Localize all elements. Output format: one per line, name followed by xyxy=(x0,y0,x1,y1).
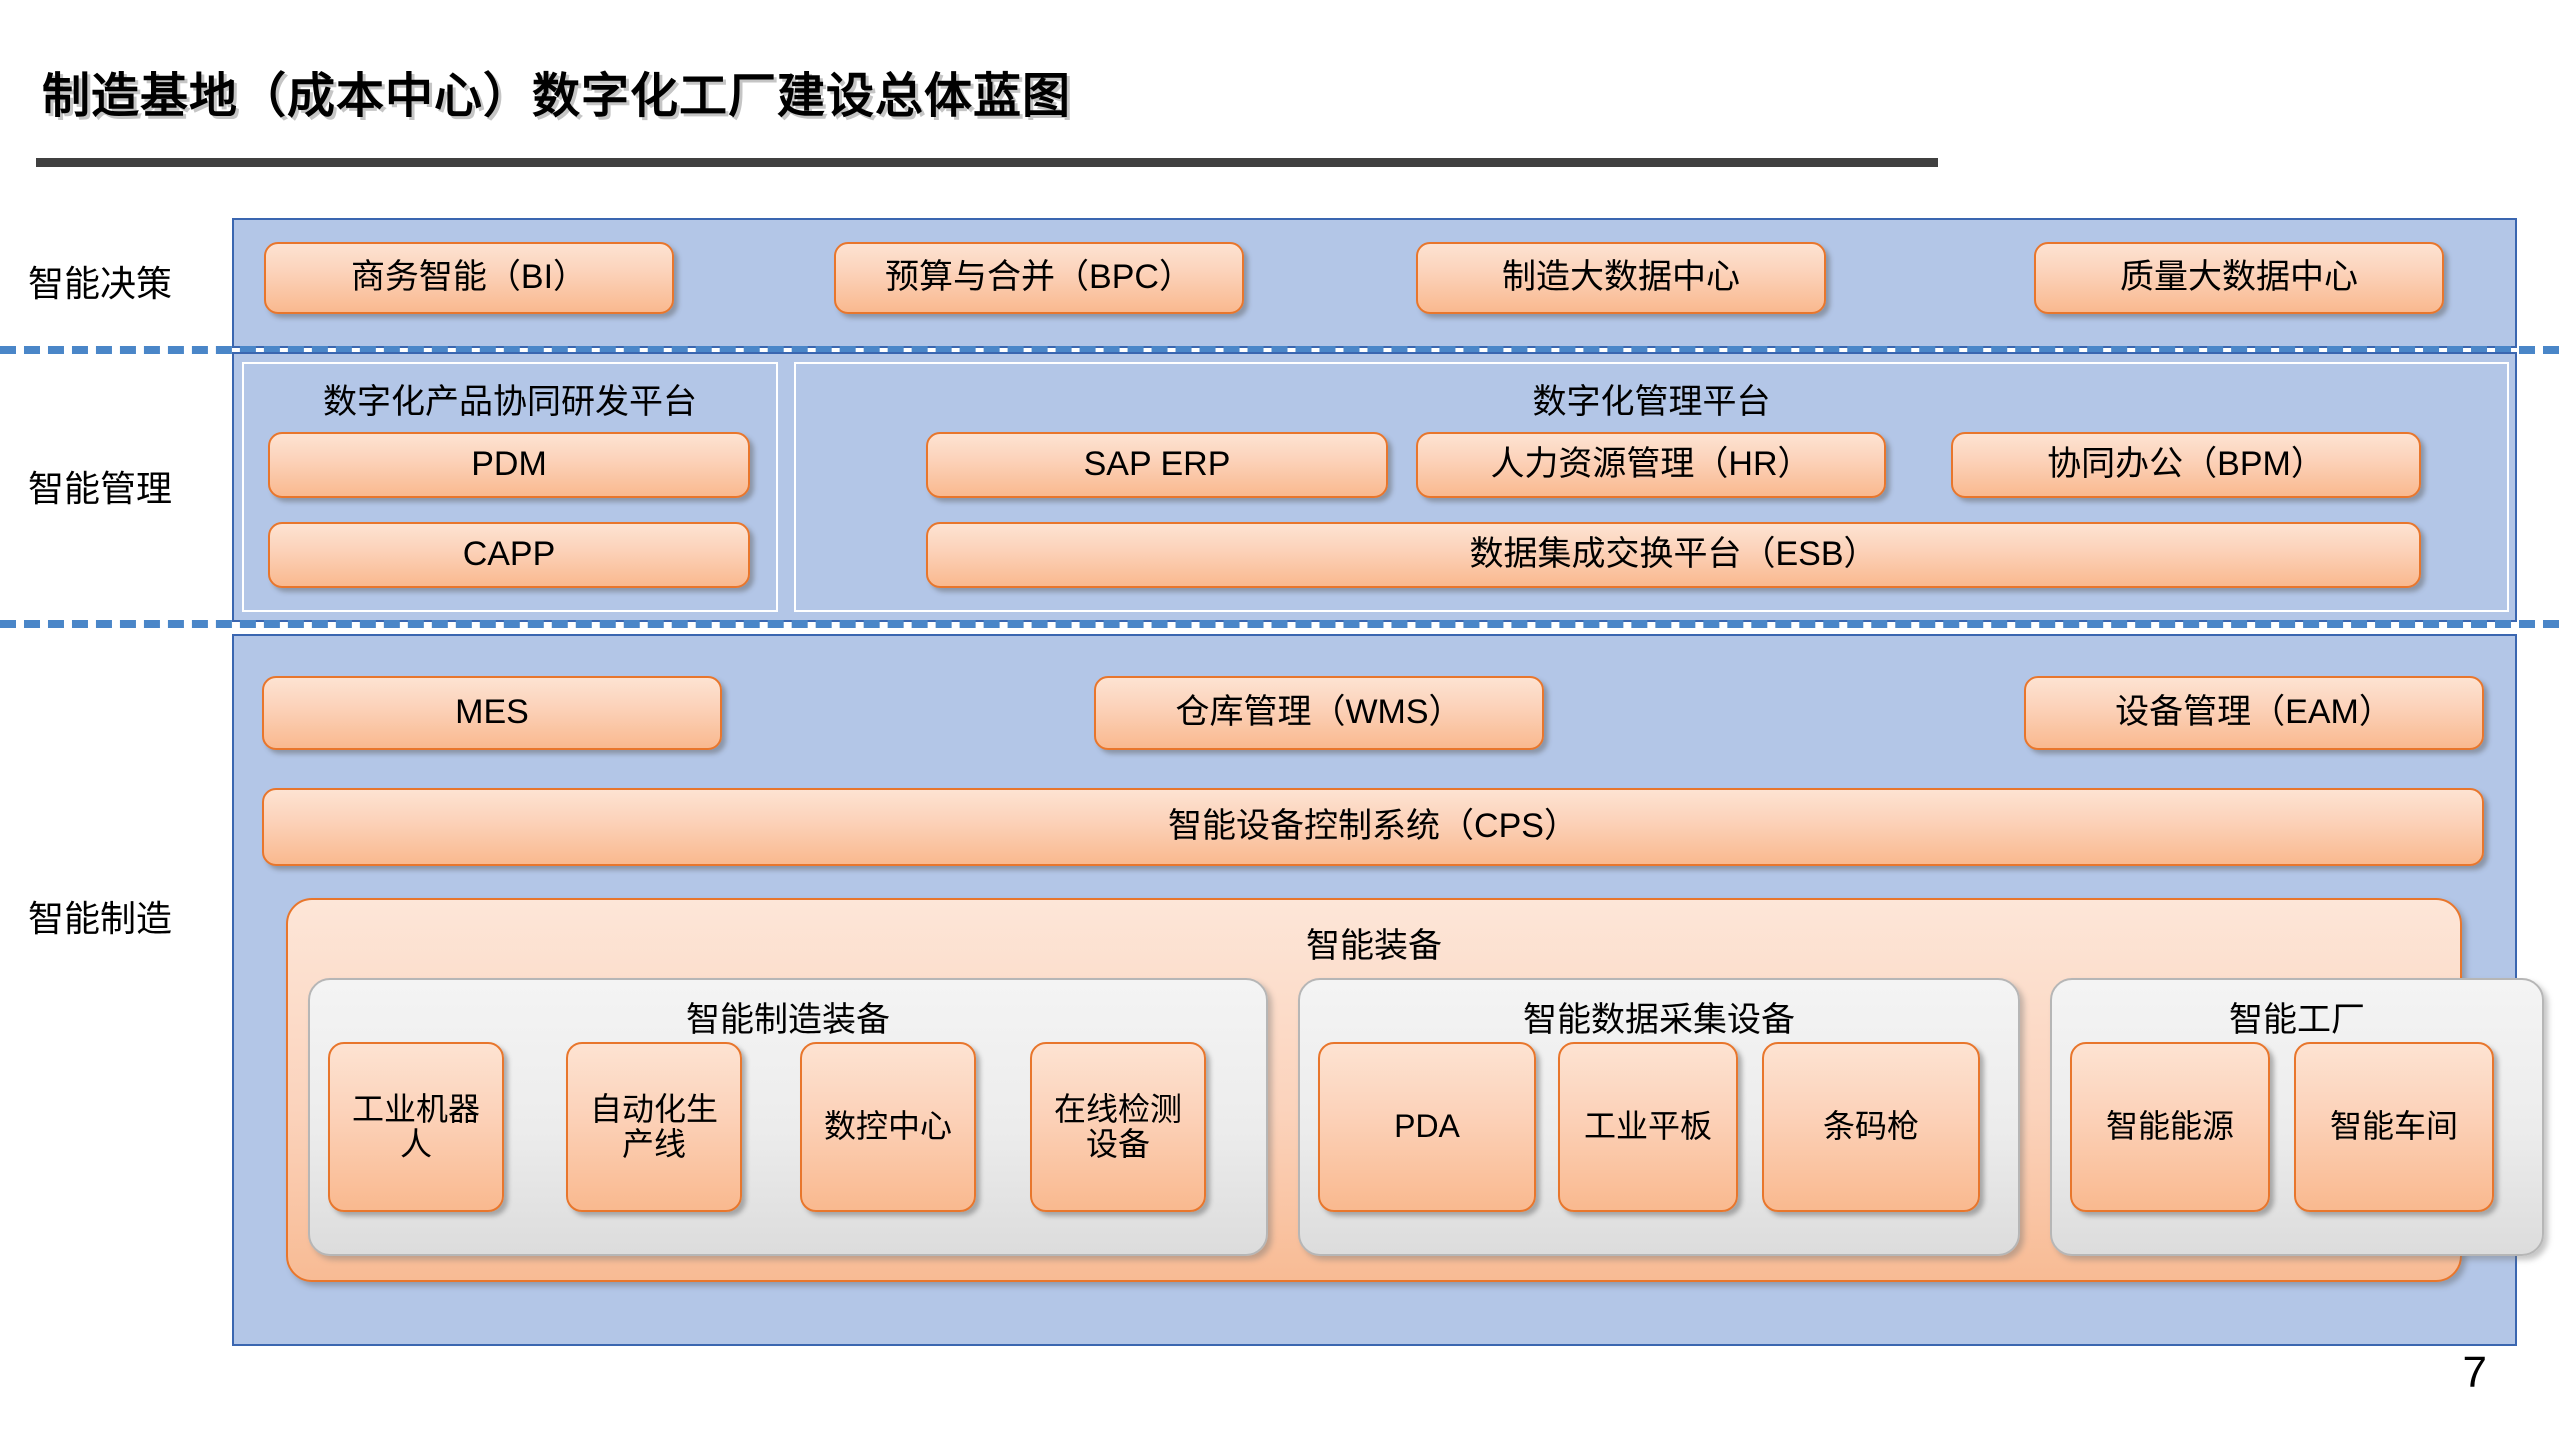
chip-pdm[interactable]: PDM xyxy=(268,432,750,498)
chip-cps[interactable]: 智能设备控制系统（CPS） xyxy=(262,788,2484,866)
chip-mes[interactable]: MES xyxy=(262,676,722,750)
chip-smart-workshop[interactable]: 智能车间 xyxy=(2294,1042,2494,1212)
chip-sap-erp[interactable]: SAP ERP xyxy=(926,432,1388,498)
chip-eam[interactable]: 设备管理（EAM） xyxy=(2024,676,2484,750)
chip-quality-bigdata[interactable]: 质量大数据中心 xyxy=(2034,242,2444,314)
equipment-panel: 智能装备 智能制造装备 工业机器人 自动化生产线 数控中心 在线检测设备 智能数… xyxy=(286,898,2544,1282)
equipment-group-manufacturing: 智能制造装备 工业机器人 自动化生产线 数控中心 在线检测设备 xyxy=(308,978,1268,1256)
chip-online-inspection[interactable]: 在线检测设备 xyxy=(1030,1042,1206,1212)
page-number: 7 xyxy=(2462,1348,2487,1397)
chip-hr[interactable]: 人力资源管理（HR） xyxy=(1416,432,1886,498)
chip-barcode-scanner[interactable]: 条码枪 xyxy=(1762,1042,1980,1212)
layer-separator-bottom xyxy=(0,620,2559,628)
layer-band-decision: 商务智能（BI） 预算与合并（BPC） 制造大数据中心 质量大数据中心 xyxy=(232,218,2517,348)
layer-label-manufacturing: 智能制造 xyxy=(28,898,173,939)
chip-cnc-center[interactable]: 数控中心 xyxy=(800,1042,976,1212)
layer-band-manufacturing: MES 仓库管理（WMS） 设备管理（EAM） 智能设备控制系统（CPS） 智能… xyxy=(232,634,2544,1346)
chip-mfg-bigdata[interactable]: 制造大数据中心 xyxy=(1416,242,1826,314)
chip-smart-energy[interactable]: 智能能源 xyxy=(2070,1042,2270,1212)
layer-label-decision: 智能决策 xyxy=(28,263,173,304)
chip-industrial-tablet[interactable]: 工业平板 xyxy=(1558,1042,1738,1212)
chip-automated-line[interactable]: 自动化生产线 xyxy=(566,1042,742,1212)
chip-capp[interactable]: CAPP xyxy=(268,522,750,588)
subpanel-rnd-platform-title: 数字化产品协同研发平台 xyxy=(323,383,697,421)
chip-bpc[interactable]: 预算与合并（BPC） xyxy=(834,242,1244,314)
chip-pda[interactable]: PDA xyxy=(1318,1042,1536,1212)
chip-bpm[interactable]: 协同办公（BPM） xyxy=(1951,432,2421,498)
chip-industrial-robot[interactable]: 工业机器人 xyxy=(328,1042,504,1212)
chip-esb[interactable]: 数据集成交换平台（ESB） xyxy=(926,522,2421,588)
equipment-panel-title: 智能装备 xyxy=(1306,927,1442,965)
layer-band-management: 数字化产品协同研发平台 PDM CAPP 数字化管理平台 SAP ERP 人力资… xyxy=(232,352,2517,622)
equipment-group-manufacturing-title: 智能制造装备 xyxy=(686,1001,890,1039)
layer-separator-top xyxy=(0,346,2559,354)
subpanel-mgmt-platform: 数字化管理平台 SAP ERP 人力资源管理（HR） 协同办公（BPM） 数据集… xyxy=(794,362,2509,612)
equipment-group-smart-factory: 智能工厂 智能能源 智能车间 xyxy=(2050,978,2544,1256)
chip-bi[interactable]: 商务智能（BI） xyxy=(264,242,674,314)
subpanel-rnd-platform: 数字化产品协同研发平台 PDM CAPP xyxy=(242,362,778,612)
layer-label-management: 智能管理 xyxy=(28,468,173,509)
chip-wms[interactable]: 仓库管理（WMS） xyxy=(1094,676,1544,750)
page-title: 制造基地（成本中心）数字化工厂建设总体蓝图 xyxy=(42,70,1072,123)
subpanel-mgmt-platform-title: 数字化管理平台 xyxy=(1532,383,1771,421)
title-underline-rule xyxy=(36,158,1938,167)
equipment-group-data-collection: 智能数据采集设备 PDA 工业平板 条码枪 xyxy=(1298,978,2020,1256)
equipment-group-smart-factory-title: 智能工厂 xyxy=(2229,1001,2365,1039)
equipment-group-data-collection-title: 智能数据采集设备 xyxy=(1523,1001,1795,1039)
